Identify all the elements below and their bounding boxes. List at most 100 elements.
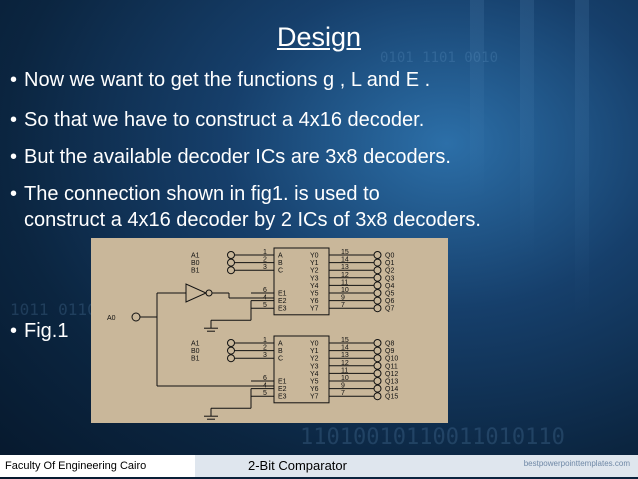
ic2-output-pin: 11 bbox=[341, 367, 348, 374]
ic1-output-pin-label: Y3 bbox=[310, 275, 319, 282]
background-decoration: 1011 0110 bbox=[10, 300, 97, 319]
ic1-output-pin-label: Y6 bbox=[310, 298, 319, 305]
ic1-output-circle bbox=[373, 273, 382, 282]
ic1-input-label: B0 bbox=[191, 260, 200, 267]
ic2-output-label: Q10 bbox=[385, 356, 398, 363]
ic1-enable-label: E3 bbox=[278, 306, 287, 313]
bullet-fig: •Fig.1 bbox=[10, 320, 69, 342]
footer-watermark: bestpowerpointtemplates.com bbox=[523, 459, 630, 468]
ic1-output-label: Q6 bbox=[385, 298, 394, 305]
ic2-output-pin-label: Y6 bbox=[310, 386, 319, 393]
ic2-output-circle bbox=[373, 354, 382, 363]
ic1-input-pin-label: B bbox=[278, 260, 283, 267]
ic2-input-label: A1 bbox=[191, 341, 200, 348]
ic1-output-circle bbox=[373, 251, 382, 259]
ic2-output-label: Q8 bbox=[385, 341, 394, 348]
background-decoration bbox=[520, 0, 534, 260]
ic2-output-pin-label: Y1 bbox=[310, 348, 319, 355]
ic1-output-pin-label: Y5 bbox=[310, 291, 319, 298]
ic2-input-circle bbox=[227, 346, 235, 355]
ic1-output-pin: 11 bbox=[341, 279, 348, 286]
ic2-output-pin: 14 bbox=[341, 345, 349, 352]
ic1-output-pin: 13 bbox=[341, 264, 349, 271]
bullet-2: •So that we have to construct a 4x16 dec… bbox=[10, 109, 425, 131]
ic1-output-pin-label: Y1 bbox=[310, 260, 319, 267]
ic1-input-pin-label: A bbox=[278, 253, 283, 260]
ic1-output-pin: 14 bbox=[341, 257, 349, 264]
ic2-enable-pin: 6 bbox=[263, 375, 267, 382]
ic2-output-label: Q15 bbox=[385, 394, 398, 401]
ic1-input-circle bbox=[227, 266, 235, 275]
ic1-output-pin-label: Y7 bbox=[310, 306, 319, 313]
ic2-output-pin-label: Y7 bbox=[310, 394, 319, 401]
ic2-input-pin: 2 bbox=[263, 345, 267, 352]
ic1-decoder: A11AB02BB13C6E14E25E3Y015Q0Y114Q1Y213Q2Y… bbox=[191, 247, 394, 332]
ic1-output-label: Q0 bbox=[385, 253, 394, 260]
ic2-chip-body bbox=[273, 335, 330, 404]
ic1-output-label: Q1 bbox=[385, 260, 394, 267]
ic1-output-circle bbox=[373, 296, 382, 305]
ic2-output-pin-label: Y5 bbox=[310, 379, 319, 386]
ic1-output-pin: 9 bbox=[341, 295, 345, 302]
ic2-output-pin: 10 bbox=[341, 375, 349, 382]
bullet-text: Now we want to get the functions g , L a… bbox=[24, 69, 431, 91]
fig-label: Fig.1 bbox=[24, 320, 69, 342]
ic2-input-circle bbox=[227, 354, 235, 363]
ic2-enable-label: E1 bbox=[278, 379, 287, 386]
ic1-input-label: A1 bbox=[191, 253, 200, 260]
ic1-output-pin: 7 bbox=[341, 302, 345, 309]
ic1-input-label: B1 bbox=[191, 268, 200, 275]
ic2-input-circle bbox=[227, 339, 235, 347]
bullet-text: But the available decoder ICs are 3x8 de… bbox=[24, 146, 451, 168]
ic2-input-label: B0 bbox=[191, 348, 200, 355]
shared-wiring: A0 bbox=[107, 283, 274, 387]
ic1-output-circle bbox=[373, 281, 382, 290]
ic1-output-circle bbox=[373, 289, 382, 297]
inverter-gate bbox=[185, 283, 208, 303]
ic1-output-label: Q2 bbox=[385, 268, 394, 275]
ic1-output-label: Q7 bbox=[385, 306, 394, 313]
ic1-enable-label: E1 bbox=[278, 291, 287, 298]
ic1-output-pin-label: Y0 bbox=[310, 253, 319, 260]
ic2-input-pin: 3 bbox=[263, 352, 267, 359]
bullet-4: •The connection shown in fig1. is used t… bbox=[10, 183, 481, 231]
ic2-output-circle bbox=[373, 369, 382, 378]
ic1-output-pin: 12 bbox=[341, 272, 349, 279]
ic2-output-circle bbox=[373, 384, 382, 393]
ic2-output-circle bbox=[373, 377, 382, 385]
ic1-chip-body bbox=[273, 247, 330, 316]
ic2-output-pin: 15 bbox=[341, 337, 349, 344]
ic2-output-circle bbox=[373, 392, 382, 401]
ic2-output-label: Q13 bbox=[385, 379, 398, 386]
ic2-output-label: Q9 bbox=[385, 348, 394, 355]
footer-bar bbox=[195, 455, 638, 477]
ic2-output-pin-label: Y2 bbox=[310, 356, 319, 363]
ic2-output-label: Q12 bbox=[385, 371, 398, 378]
ic1-output-label: Q4 bbox=[385, 283, 394, 290]
ic2-input-pin-label: A bbox=[278, 341, 283, 348]
ic2-output-pin: 7 bbox=[341, 390, 345, 397]
bullet-1: •Now we want to get the functions g , L … bbox=[10, 69, 431, 91]
ic2-output-label: Q11 bbox=[385, 363, 398, 370]
ic2-input-pin-label: B bbox=[278, 348, 283, 355]
footer: Faculty Of Engineering Cairo University … bbox=[0, 455, 638, 479]
ic1-input-circle bbox=[227, 258, 235, 267]
ic2-output-pin-label: Y3 bbox=[310, 363, 319, 370]
background-decoration: 11010010110011010110 bbox=[300, 425, 565, 450]
ic1-enable-pin: 5 bbox=[263, 302, 267, 309]
ic2-output-pin: 12 bbox=[341, 360, 349, 367]
ic2-output-circle bbox=[373, 361, 382, 370]
ic2-enable-pin: 5 bbox=[263, 390, 267, 397]
ic1-output-pin-label: Y4 bbox=[310, 283, 319, 290]
ic1-output-pin: 15 bbox=[341, 249, 349, 256]
ic1-output-circle bbox=[373, 258, 382, 267]
ic2-enable-label: E2 bbox=[278, 386, 287, 393]
ic1-output-circle bbox=[373, 304, 382, 313]
ic2-output-pin: 9 bbox=[341, 383, 345, 390]
ic1-output-label: Q5 bbox=[385, 291, 394, 298]
ic2-enable-label: E3 bbox=[278, 394, 287, 401]
bullet-text: So that we have to construct a 4x16 deco… bbox=[24, 109, 425, 131]
slide-title: Design bbox=[276, 22, 362, 52]
ic1-output-circle bbox=[373, 266, 382, 275]
